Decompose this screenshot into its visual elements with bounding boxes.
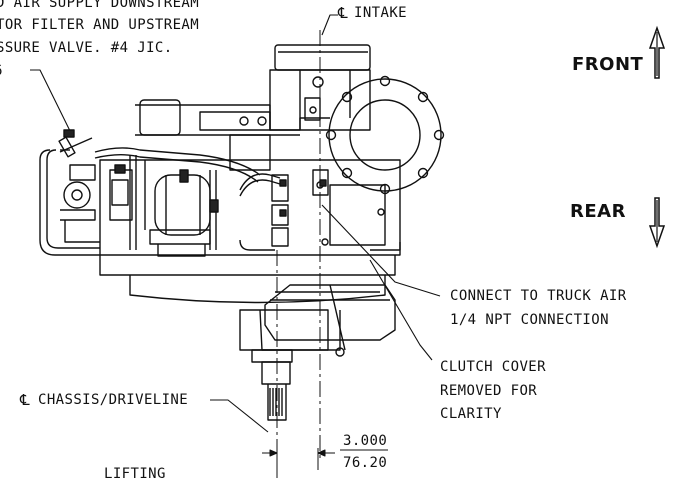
clutch-note-line-3: CLARITY (440, 406, 502, 422)
air-tubes (39, 147, 281, 256)
truck-air-note-line-2: 1/4 NPT CONNECTION (450, 312, 609, 328)
pressure-valve (60, 164, 133, 243)
air-supply-note-line-2: TOR FILTER AND UPSTREAM (0, 17, 200, 33)
air-supply-note-line-1: D AIR SUPPLY DOWNSTREAM (0, 0, 200, 11)
clutch-note-line-2: REMOVED FOR (440, 383, 538, 399)
air-filter (149, 174, 211, 257)
hex-fittings (63, 129, 327, 217)
compressor-body (99, 99, 401, 304)
air-supply-note-line-3: SSURE VALVE. #4 JIC. (0, 40, 173, 56)
clutch-housing (259, 284, 396, 357)
item-callout-number: 6 (0, 64, 3, 78)
dimension-lines (262, 448, 388, 470)
intake-label: INTAKE (354, 5, 407, 21)
centerline-symbol-intake: ℄ (338, 4, 349, 22)
arrow-down-icon (648, 197, 666, 249)
clutch-note-line-1: CLUTCH COVER (440, 359, 546, 375)
truck-air-note-line-1: CONNECT TO TRUCK AIR (450, 288, 627, 304)
drive-shaft (239, 309, 329, 421)
chassis-driveline-label: CHASSIS/DRIVELINE (38, 392, 189, 408)
fittings (58, 136, 329, 247)
dimension-inches: 3.000 (343, 433, 388, 449)
lifting-label: LIFTING (104, 466, 166, 482)
front-label: FRONT (572, 54, 644, 75)
dimension-mm: 76.20 (343, 455, 388, 471)
outlet-flange (325, 75, 445, 195)
arrow-up-icon (648, 25, 666, 79)
rear-label: REAR (570, 201, 626, 222)
leader-lines (30, 14, 441, 433)
centerline-symbol-chassis: ℄ (20, 391, 31, 409)
